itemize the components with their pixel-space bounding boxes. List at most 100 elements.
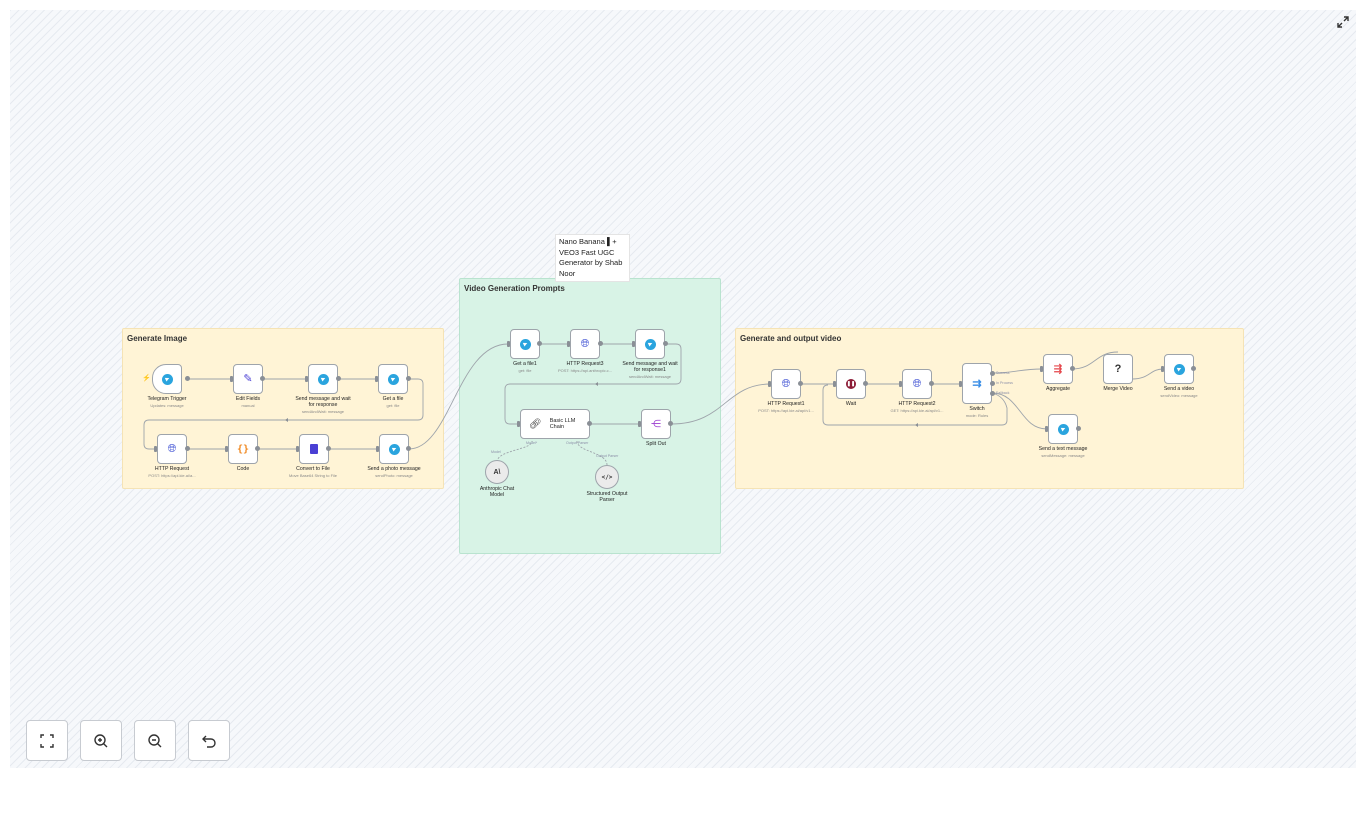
output-port[interactable] xyxy=(1070,366,1075,371)
node-send-and-wait1[interactable] xyxy=(635,329,665,359)
node-label: HTTP Request xyxy=(154,466,190,472)
node-http-request[interactable]: 🌐︎ xyxy=(157,434,187,464)
telegram-icon xyxy=(1057,423,1069,435)
output-port[interactable] xyxy=(185,376,190,381)
workflow-canvas[interactable]: Generate Image Video Generation Prompts … xyxy=(10,10,1356,768)
output-port[interactable] xyxy=(663,341,668,346)
zoom-in-icon xyxy=(94,733,108,747)
output-port[interactable] xyxy=(185,446,190,451)
node-subtitle: sendAndWait: message xyxy=(301,409,345,414)
node-label: Merge Video xyxy=(1103,386,1133,392)
output-port[interactable] xyxy=(1076,426,1081,431)
trigger-bolt-icon: ⚡ xyxy=(142,375,151,382)
output-port[interactable] xyxy=(255,446,260,451)
node-send-text-message[interactable] xyxy=(1048,414,1078,444)
node-structured-output-parser[interactable]: </> xyxy=(595,465,619,489)
node-edit-fields[interactable]: ✎ xyxy=(233,364,263,394)
node-switch[interactable]: ⇉ xyxy=(962,363,992,404)
node-wait[interactable]: ❚❚ xyxy=(836,369,866,399)
output-port[interactable] xyxy=(929,381,934,386)
output-port[interactable] xyxy=(537,341,542,346)
telegram-icon xyxy=(317,373,329,385)
node-merge-video[interactable]: ? xyxy=(1103,354,1133,384)
input-port[interactable] xyxy=(1040,366,1043,372)
group-video-generation-prompts[interactable]: Video Generation Prompts xyxy=(459,278,721,554)
input-port[interactable] xyxy=(1045,426,1048,432)
input-port[interactable] xyxy=(154,446,157,452)
node-anthropic-chat-model[interactable]: A\ xyxy=(485,460,509,484)
output-port[interactable] xyxy=(336,376,341,381)
input-port[interactable] xyxy=(899,381,902,387)
output-port[interactable] xyxy=(260,376,265,381)
input-port[interactable] xyxy=(632,341,635,347)
pause-icon: ❚❚ xyxy=(846,379,856,389)
node-http-request3[interactable]: 🌐︎ xyxy=(570,329,600,359)
reset-zoom-button[interactable] xyxy=(188,720,230,761)
input-port[interactable] xyxy=(768,381,771,387)
output-port[interactable] xyxy=(587,421,592,426)
output-port-in-process[interactable] xyxy=(990,381,995,386)
input-port[interactable] xyxy=(296,446,299,452)
input-port[interactable] xyxy=(305,376,308,382)
input-port[interactable] xyxy=(230,376,233,382)
node-send-and-wait[interactable] xyxy=(308,364,338,394)
input-port[interactable] xyxy=(225,446,228,452)
output-port[interactable] xyxy=(798,381,803,386)
node-split-out[interactable]: ⋲ xyxy=(641,409,671,439)
node-convert-to-file[interactable] xyxy=(299,434,329,464)
node-subtitle: get: file xyxy=(386,403,400,408)
node-send-video[interactable] xyxy=(1164,354,1194,384)
output-port-success[interactable] xyxy=(990,371,995,376)
input-port[interactable] xyxy=(375,376,378,382)
port-label: Output Parser xyxy=(596,454,619,458)
expand-icon[interactable] xyxy=(1335,14,1351,30)
sticky-line: Noor xyxy=(559,268,576,278)
node-subtitle: Move Base64 String to File xyxy=(288,473,338,478)
input-port[interactable] xyxy=(567,341,570,347)
code-tag-icon: </> xyxy=(601,473,613,481)
node-subtitle: sendMessage: message xyxy=(1041,453,1085,458)
output-port[interactable] xyxy=(863,381,868,386)
output-port[interactable] xyxy=(406,376,411,381)
sticky-note[interactable]: Nano Banana ▌+ VEO3 Fast UGC Generator b… xyxy=(555,234,630,282)
node-subtitle: Updates: message xyxy=(150,403,184,408)
output-port-fallback[interactable] xyxy=(990,391,995,396)
input-port[interactable] xyxy=(517,421,520,427)
input-port[interactable] xyxy=(1161,366,1164,372)
input-port[interactable] xyxy=(376,446,379,452)
input-port[interactable] xyxy=(638,421,641,427)
node-get-a-file[interactable] xyxy=(378,364,408,394)
node-label: Split Out xyxy=(646,441,666,447)
undo-arrow-icon xyxy=(202,735,216,748)
node-subtitle: sendPhoto: message xyxy=(375,473,413,478)
globe-icon: 🌐︎ xyxy=(912,377,922,390)
telegram-icon xyxy=(387,373,399,385)
telegram-icon xyxy=(644,338,656,350)
node-basic-llm-chain[interactable]: 🔗︎ Basic LLM Chain xyxy=(520,409,590,439)
zoom-out-button[interactable] xyxy=(134,720,176,761)
node-get-a-file1[interactable] xyxy=(510,329,540,359)
connection-wires xyxy=(143,343,1164,466)
input-port[interactable] xyxy=(833,381,836,387)
node-http-request1[interactable]: 🌐︎ xyxy=(771,369,801,399)
group-generate-output-video[interactable]: Generate and output video xyxy=(735,328,1244,489)
switch-output-label: Success xyxy=(996,371,1010,375)
wire xyxy=(1071,351,1119,370)
output-port[interactable] xyxy=(406,446,411,451)
output-port[interactable] xyxy=(598,341,603,346)
node-telegram-trigger[interactable] xyxy=(152,364,182,394)
output-port[interactable] xyxy=(1191,366,1196,371)
input-port[interactable] xyxy=(959,381,962,387)
zoom-to-fit-button[interactable] xyxy=(26,720,68,761)
output-port[interactable] xyxy=(668,421,673,426)
node-http-request2[interactable]: 🌐︎ xyxy=(902,369,932,399)
node-label: Wait xyxy=(845,401,857,407)
zoom-in-button[interactable] xyxy=(80,720,122,761)
node-aggregate[interactable]: ⇶ xyxy=(1043,354,1073,384)
node-label: Send a video xyxy=(1163,386,1195,392)
node-send-photo[interactable] xyxy=(379,434,409,464)
output-port[interactable] xyxy=(326,446,331,451)
node-code[interactable]: {} xyxy=(228,434,258,464)
input-port[interactable] xyxy=(507,341,510,347)
group-title: Video Generation Prompts xyxy=(464,284,565,293)
